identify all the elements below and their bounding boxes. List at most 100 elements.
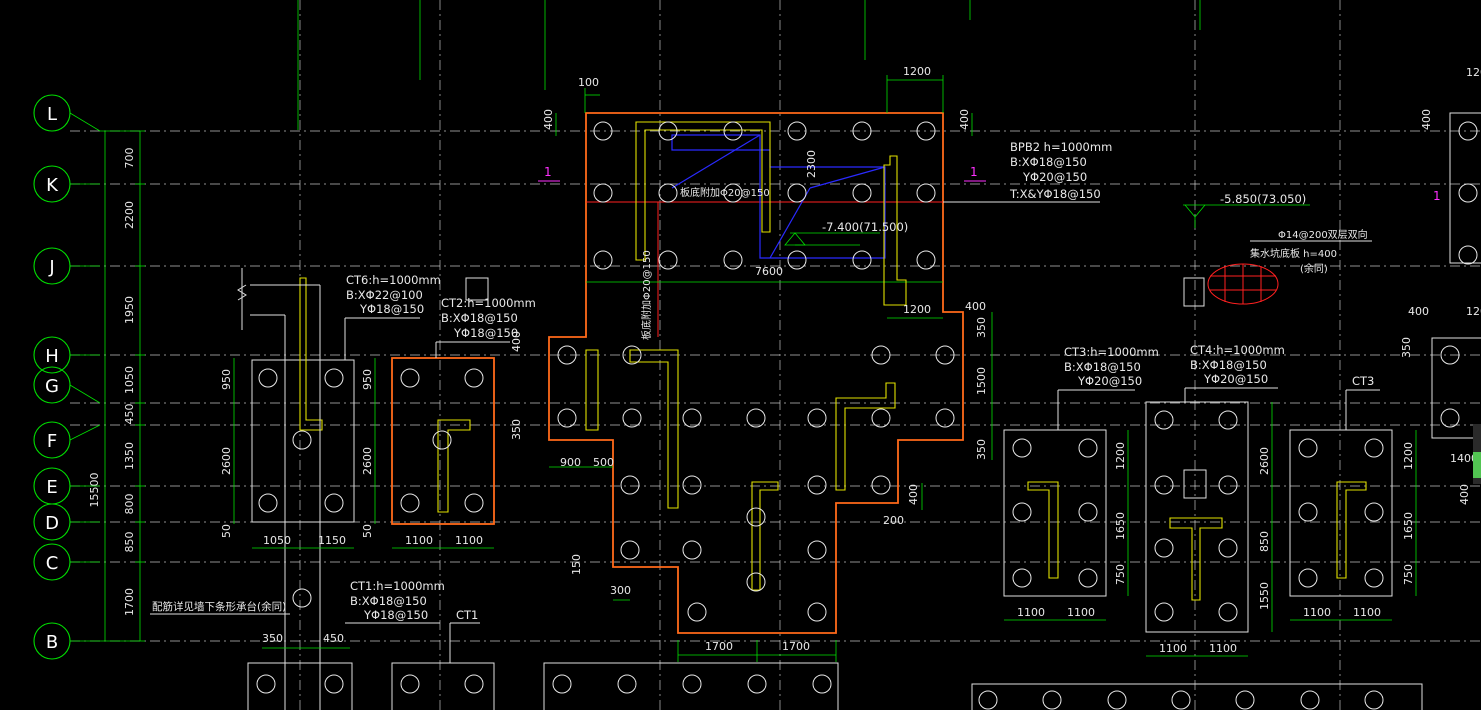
- dim-1100-d: 1100: [1067, 606, 1095, 619]
- dim-450: 450: [123, 404, 136, 425]
- bpb2-bottom-y: YΦ20@150: [1022, 170, 1087, 184]
- axis-bubble-G[interactable]: [33, 366, 71, 404]
- dim-400-c: 400: [510, 331, 523, 352]
- section-mark-far-right: 1: [1433, 189, 1441, 203]
- ct6-bottom-y: YΦ18@150: [359, 302, 424, 316]
- ct3-cap[interactable]: CT3:h=1000mm B:XΦ18@150 YΦ20@150 1200 16…: [1003, 345, 1159, 621]
- dim-1100-g: 1100: [1303, 606, 1331, 619]
- ct6-cap[interactable]: CT6:h=1000mm B:XΦ22@100 YΦ18@150: [237, 268, 441, 710]
- axis-label-H: H: [45, 346, 59, 367]
- note-left-strip: 配筋详见墙下条形承台(余同): [152, 600, 286, 613]
- dim-2600-c: 2600: [1258, 447, 1271, 475]
- dim-2600-a: 2600: [220, 447, 233, 475]
- ct1-area[interactable]: 配筋详见墙下条形承台(余同) CT1:h=1000mm B:XΦ18@150 Y…: [150, 579, 1423, 710]
- ct6-title: CT6:h=1000mm: [346, 273, 441, 287]
- dim-1500: 1500: [975, 367, 988, 395]
- axis-bubble-D[interactable]: [33, 503, 71, 541]
- dim-400-r: 400: [1420, 109, 1433, 130]
- dim-50-b: 50: [361, 524, 374, 538]
- ct4-bottom-y: YΦ20@150: [1203, 372, 1268, 386]
- ct2-cap[interactable]: CT2:h=1000mm B:XΦ18@150 YΦ18@150: [391, 277, 536, 525]
- bpb2-raft[interactable]: 板底附加Φ20@150 板底附加Φ20@150 2300 7600 -7.400…: [548, 112, 1100, 634]
- bpb2-additional-rebar-2: 板底附加Φ20@150: [640, 250, 653, 340]
- ct1-title: CT1:h=1000mm: [350, 579, 445, 593]
- axis-bubble-B[interactable]: [33, 622, 71, 660]
- axis-label-B: B: [46, 632, 58, 653]
- dim-400-r-top: 400: [1408, 305, 1429, 318]
- ct2-title: CT2:h=1000mm: [441, 296, 536, 310]
- dim-50-a: 50: [220, 524, 233, 538]
- sump-same: (余同): [1300, 262, 1328, 275]
- sump-note[interactable]: Φ14@200双层双向 集水坑底板 h=400 (余同): [1183, 228, 1372, 307]
- dim-800: 800: [123, 494, 136, 515]
- dim-750-a: 750: [1114, 564, 1127, 585]
- dim-150: 150: [570, 554, 583, 575]
- sump-thickness: 集水坑底板 h=400: [1250, 247, 1337, 260]
- dim-1400-r: 1400: [1450, 452, 1478, 465]
- dim-950-a: 950: [220, 369, 233, 390]
- dim-950-b: 950: [361, 369, 374, 390]
- dim-7600: 7600: [755, 265, 783, 278]
- green-construction-lines: [297, 0, 1201, 130]
- dim-1700: 1700: [123, 588, 136, 616]
- axis-label-F: F: [47, 431, 57, 452]
- dim-400-d: 400: [907, 484, 920, 505]
- elevation-right-value: -5.850(73.050): [1220, 192, 1306, 206]
- dim-1200-b: 1200: [903, 303, 931, 316]
- bpb2-top-dims: 100 1200 400 400 1 1 1: [538, 65, 1441, 203]
- dim-500: 500: [593, 456, 614, 469]
- dim-1200-top: 1200: [903, 65, 931, 78]
- dim-1100-b: 1100: [455, 534, 483, 547]
- dim-1200-d: 1200: [1402, 442, 1415, 470]
- dim-200: 200: [883, 514, 904, 527]
- dim-1550: 1550: [1258, 582, 1271, 610]
- dim-450-e: 450: [323, 632, 344, 645]
- dim-2200: 2200: [123, 201, 136, 229]
- dim-2300: 2300: [805, 150, 818, 178]
- bpb2-title: BPB2 h=1000mm: [1010, 140, 1112, 154]
- dim-350-a: 350: [510, 419, 523, 440]
- axis-bubble-H[interactable]: [33, 336, 71, 374]
- ct3-title: CT3:h=1000mm: [1064, 345, 1159, 359]
- ct3-right-tag: CT3: [1352, 374, 1374, 388]
- ct1-bottom-y: YΦ18@150: [363, 608, 428, 622]
- dim-1100-a: 1100: [405, 534, 433, 547]
- bpb2-note[interactable]: BPB2 h=1000mm B:XΦ18@150 YΦ20@150 T:X&YΦ…: [943, 140, 1112, 203]
- axis-bubble-F[interactable]: [33, 421, 71, 459]
- dim-900: 900: [560, 456, 581, 469]
- axis-bubble-C[interactable]: [33, 543, 71, 581]
- axis-label-D: D: [45, 513, 59, 534]
- ct3-bottom-x: B:XΦ18@150: [1064, 360, 1141, 374]
- bpb2-additional-rebar-1: 板底附加Φ20@150: [680, 186, 770, 199]
- dim-1200-r: 1200: [1466, 66, 1481, 79]
- far-right-partial-caps: 1200 400 400 1200 350 1400 400: [1400, 66, 1481, 505]
- dim-850: 850: [123, 532, 136, 553]
- dim-400-side: 400: [965, 300, 986, 313]
- ct2-bottom-y: YΦ18@150: [453, 326, 518, 340]
- dim-1100-e: 1100: [1159, 642, 1187, 655]
- ct6-bottom-x: B:XΦ22@100: [346, 288, 423, 302]
- dim-400-left: 400: [542, 109, 555, 130]
- dim-400-r2: 400: [1458, 484, 1471, 505]
- dim-1050: 1050: [263, 534, 291, 547]
- dim-1100-h: 1100: [1353, 606, 1381, 619]
- ct3-cap-right[interactable]: CT3 1200 1650 750 1100 1100: [1289, 374, 1417, 621]
- section-mark-right: 1: [970, 165, 978, 179]
- ct1-bottom-x: B:XΦ18@150: [350, 594, 427, 608]
- left-caps-dims: 950 950 2600 2600 50 50 1050 1150 1100 1…: [220, 358, 494, 549]
- axis-label-J: J: [48, 257, 54, 278]
- axis-label-L: L: [47, 104, 57, 125]
- ct4-cap[interactable]: CT4:h=1000mm B:XΦ18@150 YΦ20@150 2600 85…: [1145, 343, 1285, 657]
- axis-bubble-L[interactable]: [33, 94, 71, 132]
- dim-1050: 1050: [123, 366, 136, 394]
- dim-1200-r2: 1200: [1466, 305, 1481, 318]
- scrollbar-thumb[interactable]: [1473, 452, 1481, 478]
- axis-bubble-K[interactable]: [33, 165, 71, 203]
- axis-label-E: E: [46, 477, 57, 498]
- axis-bubble-J[interactable]: [33, 247, 71, 285]
- elevation-pit: -7.400(71.500): [822, 220, 908, 234]
- bpb2-piles: [557, 121, 955, 622]
- dim-350-e: 350: [262, 632, 283, 645]
- dim-850-c: 850: [1258, 531, 1271, 552]
